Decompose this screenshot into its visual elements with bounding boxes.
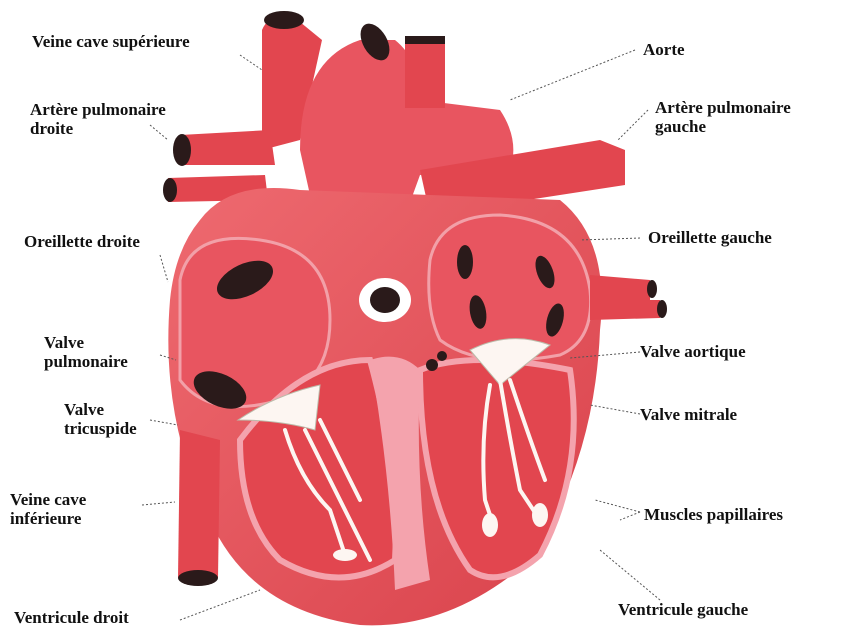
label-valve-tricuspide: Valve tricuspide [64,400,137,438]
label-artere-pulmonaire-droite-line2: droite [30,119,166,138]
right-pulmonary-artery-upper-opening [173,134,191,166]
label-valve-pulmonaire-line1: Valve [44,333,128,352]
superior-vena-cava-opening [264,11,304,29]
label-artere-pulmonaire-droite: Artère pulmonaire droite [30,100,166,138]
aortic-valve-spot-1 [426,359,438,371]
left-pulmonary-vein-opening-2 [657,300,667,318]
label-oreillette-droite: Oreillette droite [24,232,140,251]
label-oreillette-gauche: Oreillette gauche [648,228,772,247]
la-opening-1 [457,245,473,279]
label-aorte: Aorte [643,40,685,59]
label-valve-tricuspide-line2: tricuspide [64,419,137,438]
aorta-branch-2-top [405,36,445,44]
label-muscles-papillaires: Muscles papillaires [644,505,783,524]
label-artere-pulmonaire-gauche-line1: Artère pulmonaire [655,98,791,117]
label-artere-pulmonaire-gauche: Artère pulmonaire gauche [655,98,791,136]
label-artere-pulmonaire-gauche-line2: gauche [655,117,791,136]
label-valve-pulmonaire: Valve pulmonaire [44,333,128,371]
label-valve-mitrale: Valve mitrale [640,405,737,424]
label-valve-aortique: Valve aortique [640,342,746,361]
label-ventricule-droit: Ventricule droit [14,608,129,627]
label-veine-cave-superieure: Veine cave supérieure [32,32,190,51]
label-valve-pulmonaire-line2: pulmonaire [44,352,128,371]
left-pulmonary-vein-opening-1 [647,280,657,298]
right-pulmonary-artery-lower-opening [163,178,177,202]
label-ventricule-gauche: Ventricule gauche [618,600,748,619]
aortic-opening [370,287,400,313]
aortic-valve-spot-2 [437,351,447,361]
label-veine-cave-inferieure: Veine cave inférieure [10,490,86,528]
right-pulmonary-artery-upper [180,130,275,165]
inferior-vena-cava [178,430,220,578]
inferior-vena-cava-opening [178,570,218,586]
aorta-branch-2 [405,38,445,108]
label-veine-cave-inferieure-line2: inférieure [10,509,86,528]
label-veine-cave-inferieure-line1: Veine cave [10,490,86,509]
label-valve-tricuspide-line1: Valve [64,400,137,419]
label-artere-pulmonaire-droite-line1: Artère pulmonaire [30,100,166,119]
